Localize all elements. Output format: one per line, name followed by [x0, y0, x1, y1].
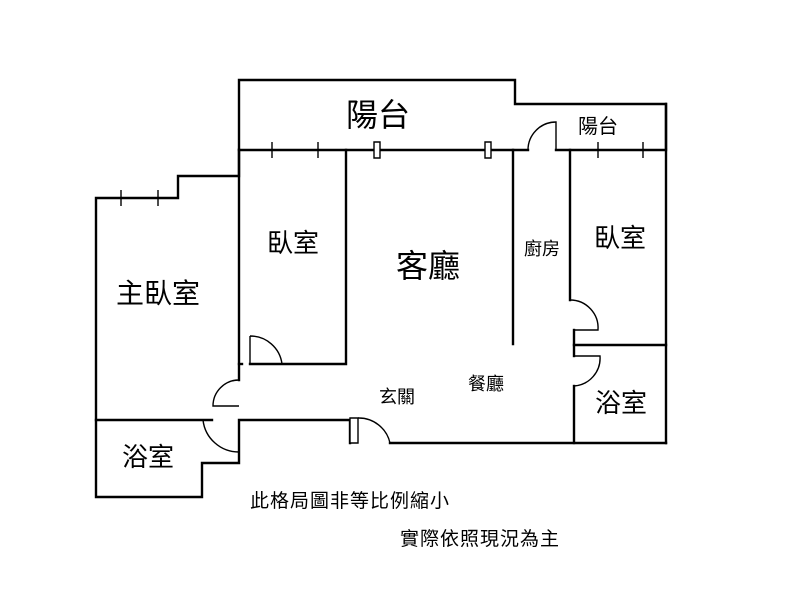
master-door: [213, 380, 239, 406]
room-labels: 陽台 陽台 臥室 客廳 廚房 臥室 主臥室 玄關 餐廳 浴室 浴室: [116, 96, 647, 473]
room-label-bedroom-right: 臥室: [594, 224, 646, 254]
kitchen-balcony-door: [528, 122, 556, 150]
window-post: [485, 142, 491, 158]
windows: [121, 142, 643, 206]
master-outline: [96, 150, 350, 497]
room-label-kitchen: 廚房: [524, 238, 560, 260]
bath-right-door: [574, 356, 600, 386]
doors: [203, 122, 600, 452]
entry-jamb: [350, 418, 358, 443]
actual-condition-note: 實際依照現況為主: [400, 528, 561, 550]
room-label-dining-room: 餐廳: [468, 374, 504, 395]
room-label-master-bedroom: 主臥室: [116, 277, 200, 310]
bedroom-left-door: [250, 336, 282, 364]
room-label-entrance: 玄關: [379, 387, 415, 408]
master-bath-door: [203, 420, 239, 452]
entry-door: [358, 418, 390, 443]
bedroom-right-door: [570, 300, 598, 330]
window-post: [374, 142, 380, 158]
walls: [96, 80, 666, 497]
room-label-bathroom-right: 浴室: [595, 389, 647, 419]
room-label-bathroom-left: 浴室: [122, 443, 174, 473]
room-label-balcony-main: 陽台: [346, 96, 410, 134]
room-label-bedroom-left: 臥室: [267, 229, 319, 259]
room-label-balcony-small: 陽台: [578, 114, 618, 138]
scale-disclaimer: 此格局圖非等比例縮小: [250, 490, 451, 512]
room-label-living-room: 客廳: [396, 247, 460, 285]
